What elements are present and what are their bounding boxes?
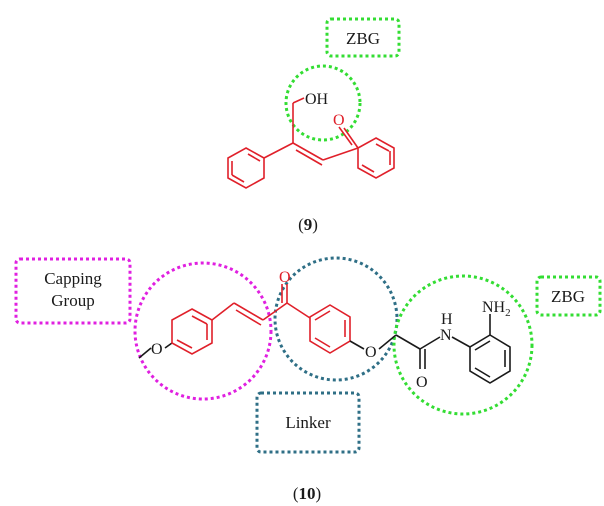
enone-carbonyl-oxygen: O bbox=[279, 269, 291, 286]
compound-9: ZBG OH O (9) bbox=[227, 17, 401, 234]
capping-group-label-line2: Group bbox=[51, 291, 94, 310]
zbg-circle-9 bbox=[284, 64, 362, 142]
amide-group bbox=[395, 334, 471, 369]
aniline-ring bbox=[469, 314, 511, 384]
linker-circle bbox=[273, 256, 399, 382]
ether-oxygen-right: O bbox=[365, 344, 377, 361]
compound-number-10: (10) bbox=[293, 484, 321, 503]
amine-group: NH2 bbox=[482, 299, 511, 319]
capping-group-circle bbox=[133, 261, 273, 401]
aryl-ring-right-10 bbox=[309, 304, 351, 354]
amide-nitrogen: N bbox=[440, 327, 452, 344]
ether-linker bbox=[349, 334, 397, 350]
zbg-label-10: ZBG bbox=[551, 287, 585, 306]
linker-box bbox=[255, 391, 361, 454]
enone-bridge bbox=[211, 284, 311, 326]
carbonyl-oxygen-9: O bbox=[333, 112, 345, 129]
zbg-circle-10 bbox=[392, 274, 534, 416]
phenyl-ring-right-9 bbox=[357, 137, 395, 179]
amide-hydrogen: H bbox=[441, 311, 453, 328]
aryl-ring-left-10 bbox=[171, 308, 213, 355]
phenyl-ring-left-9 bbox=[227, 147, 265, 189]
linker-label: Linker bbox=[285, 413, 331, 432]
amide-oxygen: O bbox=[416, 374, 428, 391]
methoxy-oxygen: O bbox=[151, 341, 163, 358]
compound-number-9: (9) bbox=[298, 215, 318, 234]
hydroxyl-atom-9: OH bbox=[305, 91, 329, 108]
zbg-label-9: ZBG bbox=[346, 29, 380, 48]
capping-group-label-line1: Capping bbox=[44, 269, 102, 288]
methoxy-group bbox=[138, 342, 173, 359]
zbg-box-9 bbox=[325, 17, 401, 58]
capping-group-box bbox=[14, 257, 132, 325]
enol-chain-9 bbox=[263, 97, 359, 166]
compound-10: Capping Group Linker ZBG O bbox=[14, 256, 602, 503]
